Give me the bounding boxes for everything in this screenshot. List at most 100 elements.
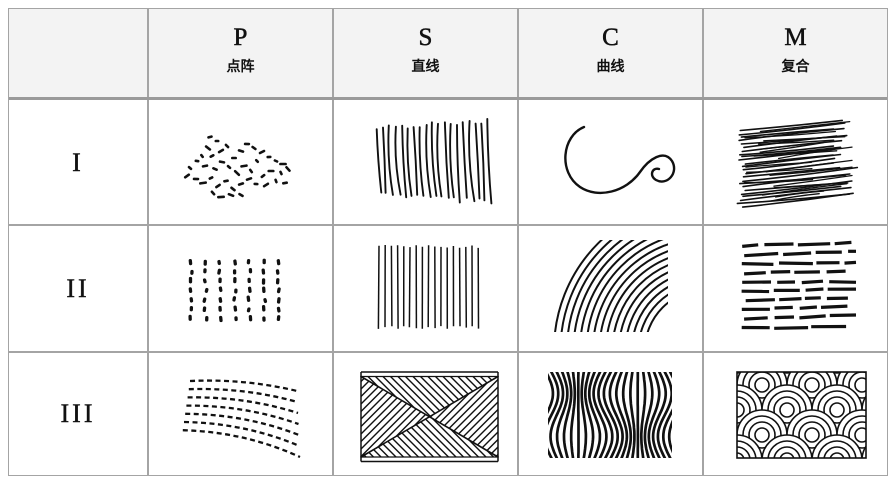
vertical-stroke (375, 128, 383, 194)
vertical-stroke (390, 245, 393, 327)
header-background (8, 8, 888, 97)
ring-stroke (780, 372, 794, 374)
dot-mark (224, 143, 230, 149)
hatch-stroke (472, 376, 498, 457)
arc-stroke (586, 240, 664, 332)
ring-stroke (773, 396, 801, 424)
dash-mark (778, 261, 813, 266)
dashed-stroke (182, 429, 301, 459)
hatch-stroke (738, 122, 846, 136)
ring-stroke (779, 402, 795, 418)
hatch-stroke (367, 376, 430, 457)
hatch-stroke (361, 416, 434, 457)
dot-mark (183, 173, 191, 179)
vertical-stroke (377, 245, 380, 329)
ring-stroke (823, 446, 851, 458)
ring-stroke (779, 452, 795, 458)
dot-mark (217, 148, 225, 154)
vertical-stroke (382, 126, 387, 194)
dot-mark (204, 145, 212, 151)
wave-stroke (656, 372, 672, 458)
dot-mark (260, 173, 266, 179)
vertical-stroke (396, 245, 399, 329)
column-letter: S (418, 24, 433, 52)
cell-c-3 (518, 352, 703, 476)
column-label: 直线 (411, 59, 440, 75)
dash-mark (834, 240, 852, 246)
ring-stroke (748, 372, 776, 399)
grid-line (517, 8, 519, 476)
hatch-stroke (741, 153, 842, 168)
dash-mark (741, 262, 774, 266)
vertical-stroke (408, 247, 411, 328)
dash-mark (826, 269, 846, 274)
dot-mark (237, 149, 245, 153)
ring-stroke (754, 427, 770, 443)
column-header-s: S 直线 (333, 8, 518, 97)
ring-stroke (737, 402, 745, 418)
hatch-stroke (746, 167, 813, 173)
hatch-stroke (427, 376, 498, 417)
vertical-stroke (461, 121, 468, 199)
hatch-stroke (361, 376, 382, 457)
wave-stroke (639, 372, 647, 458)
arc-stroke (560, 240, 613, 332)
hatch-stroke (742, 185, 842, 198)
wave-stroke (555, 372, 569, 458)
arc-stroke (600, 250, 668, 332)
arc-stroke (554, 240, 604, 332)
hatch-stroke (361, 416, 419, 457)
dot-mark (217, 268, 222, 275)
dot-mark (258, 149, 266, 155)
hatch-stroke (361, 416, 412, 457)
row-header-2: II (8, 225, 148, 352)
vertical-stroke (387, 124, 394, 196)
cell-p-2 (148, 225, 333, 352)
column-label: 曲线 (596, 59, 625, 75)
wave-stroke (647, 372, 661, 458)
wave-stroke (602, 372, 620, 458)
dash-mark (783, 251, 812, 257)
hatch-stroke (777, 146, 853, 160)
hatch-stroke (450, 376, 498, 417)
dot-mark (199, 181, 207, 185)
scale-arc-panel-texture (736, 371, 867, 459)
dot-mark (223, 179, 229, 183)
table-frame (8, 8, 888, 476)
arc-stroke (633, 285, 668, 332)
grid-line (147, 8, 149, 476)
vertical-stroke (406, 127, 413, 197)
dash-mark (801, 279, 824, 285)
dash-mark (745, 298, 775, 303)
dash-mark (820, 304, 848, 309)
dot-mark (281, 181, 289, 185)
grid-line (332, 8, 334, 476)
spiral-stroke (564, 125, 676, 195)
dash-mark (779, 297, 802, 302)
cell-m-1 (703, 100, 888, 225)
hatch-stroke (763, 136, 846, 142)
vertical-stroke (480, 122, 486, 202)
hatch-stroke (773, 182, 849, 189)
dot-mark (274, 178, 278, 184)
dash-mark (742, 243, 759, 248)
vertical-stroke (468, 119, 476, 203)
hatch-stroke (480, 376, 498, 457)
vertical-stroke (418, 126, 425, 197)
cell-p-1 (148, 100, 333, 225)
wave-stroke (583, 372, 595, 458)
cross-hatch-texture (736, 119, 859, 208)
row-header-3: III (8, 352, 148, 476)
dot-mark (233, 169, 241, 177)
hatch-stroke (739, 145, 835, 156)
dash-mark (797, 242, 831, 247)
hatch-stroke (763, 142, 813, 150)
wavy-vertical-line-texture (375, 117, 493, 205)
straight-vertical-line-texture (377, 244, 480, 329)
dashed-stroke (189, 379, 298, 393)
ring-stroke (829, 402, 845, 418)
wave-stroke (587, 372, 602, 458)
dot-mark (230, 186, 236, 192)
dot-mark (201, 164, 209, 168)
wave-stroke (629, 372, 636, 458)
